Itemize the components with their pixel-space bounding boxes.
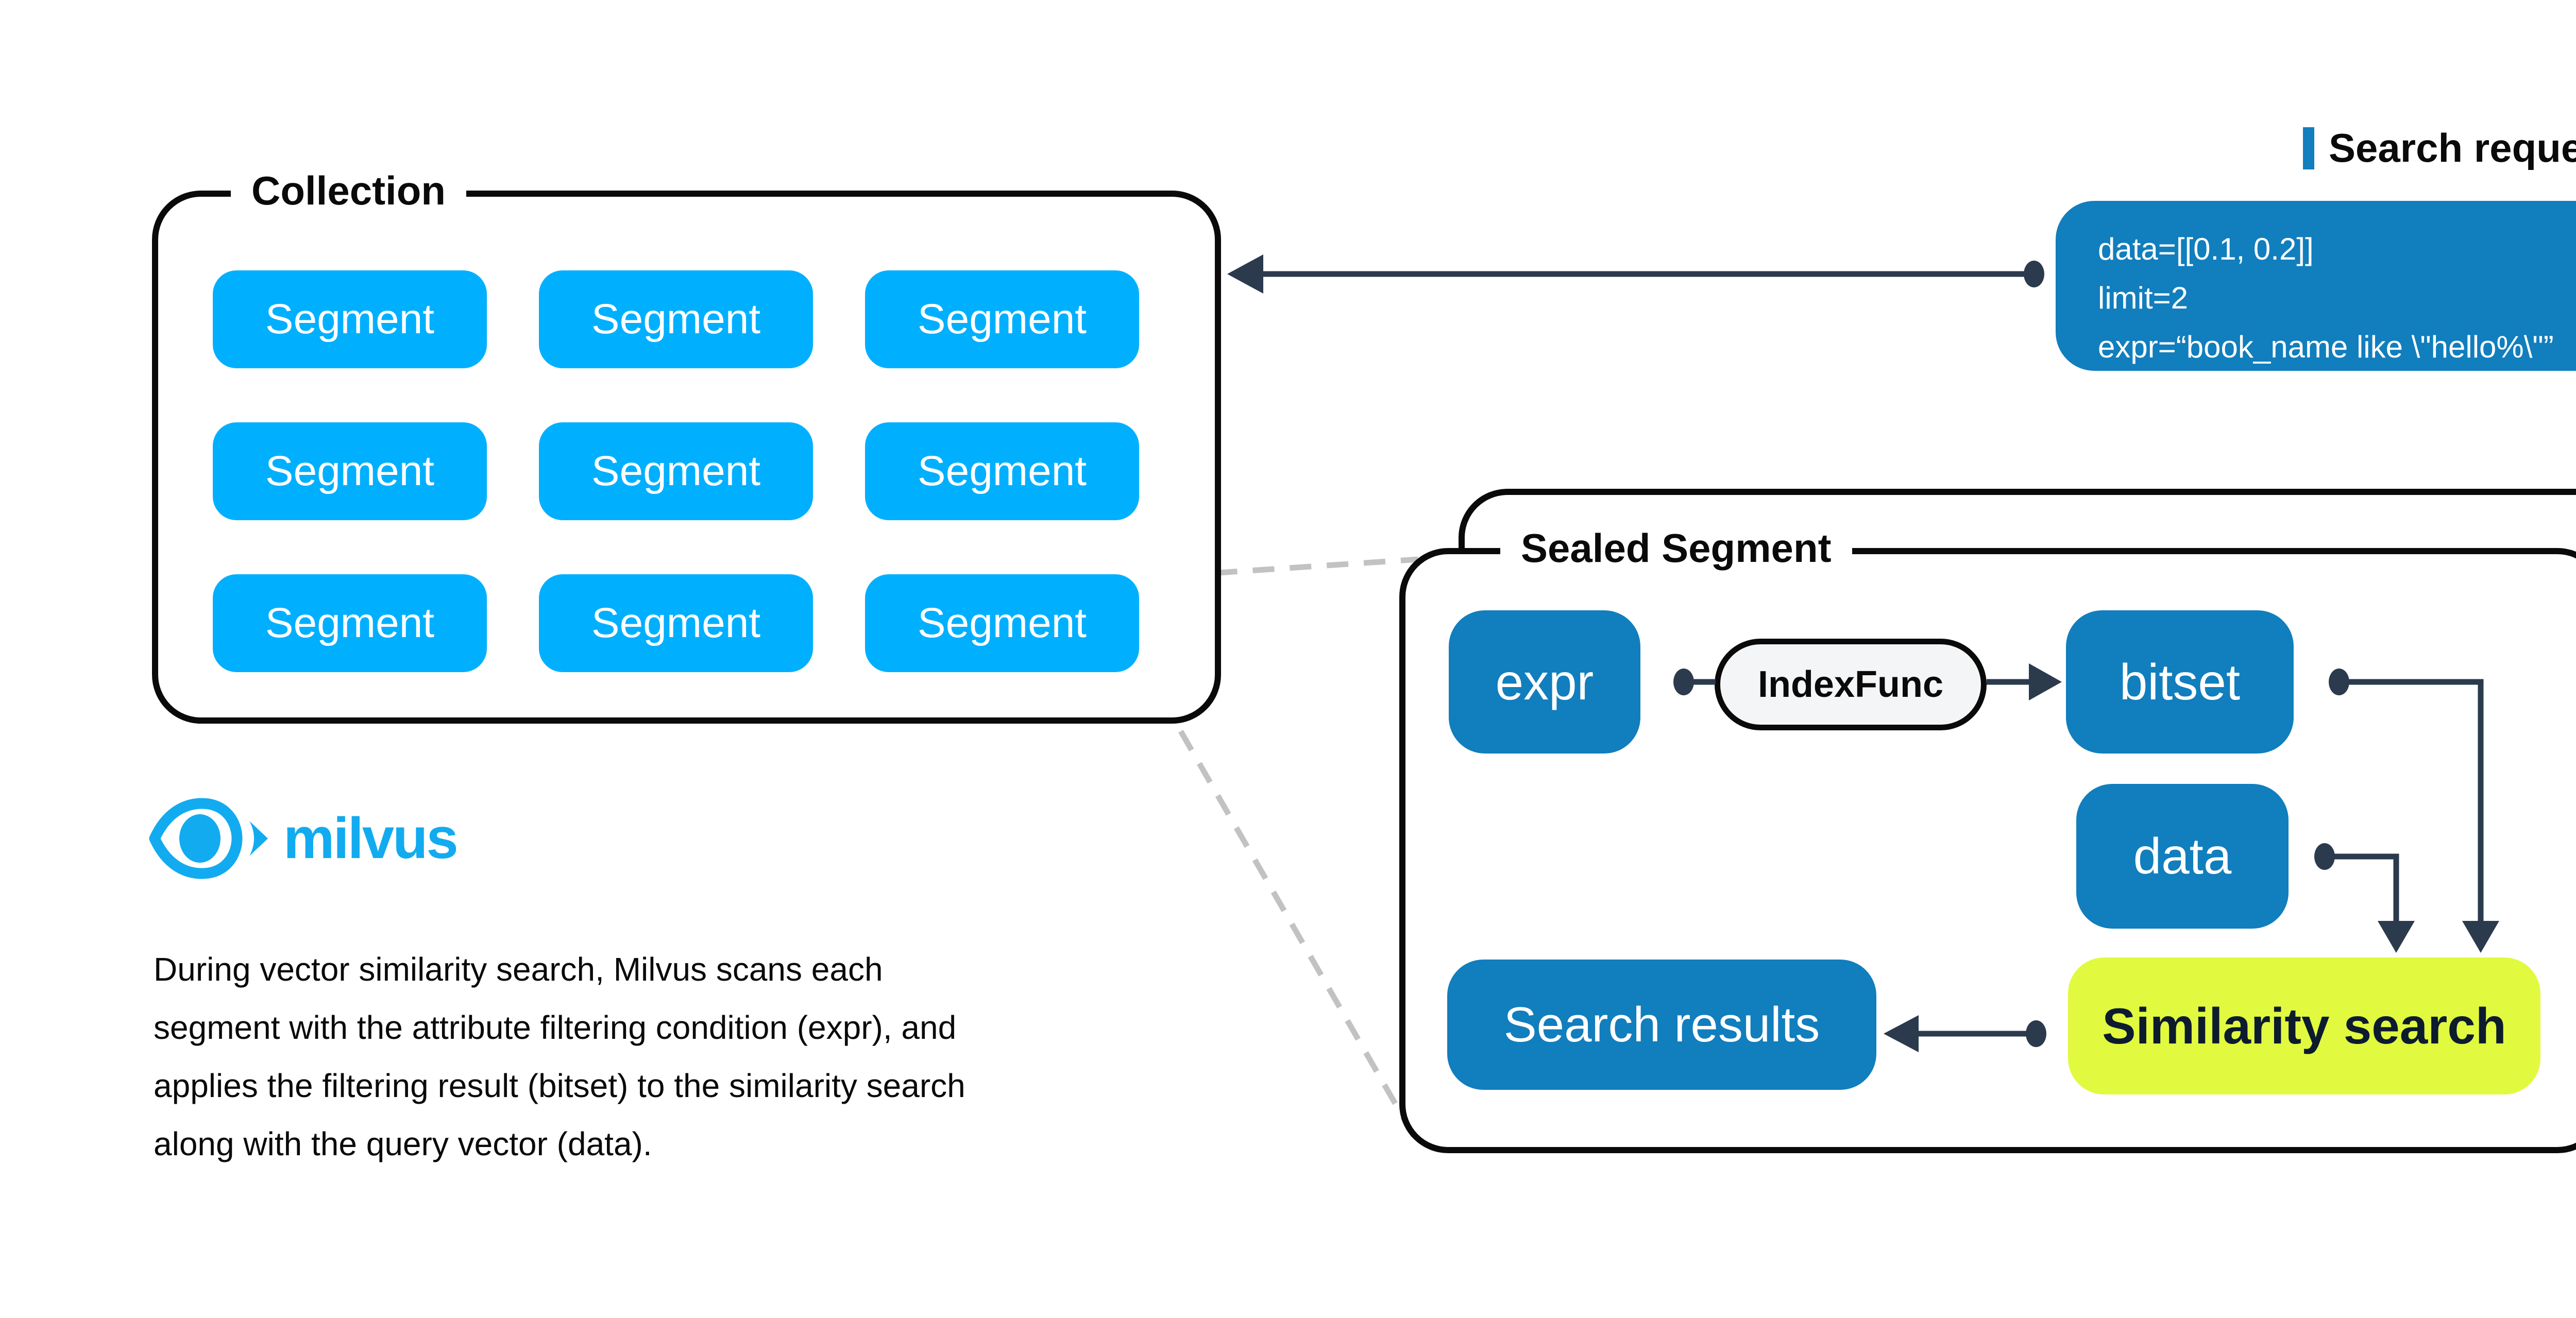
segment-node: Segment [213,574,487,672]
similarity-search-node: Similarity search [2068,957,2540,1094]
description-line: applies the filtering result (bitset) to… [154,1067,965,1104]
milvus-eye-icon [149,798,268,879]
code-line: expr=“book_name like \"hello%\"” [2098,330,2554,364]
sealed-segment-label: Sealed Segment [1500,519,1852,577]
segment-node: Segment [539,574,813,672]
search-request-header: Search request [2303,125,2576,172]
segment-node: Segment [865,422,1139,520]
collection-label: Collection [231,162,467,219]
accent-bar-icon [2303,127,2314,169]
code-line: limit=2 [2098,281,2189,315]
segment-node: Segment [865,574,1139,672]
segment-node: Segment [539,422,813,520]
milvus-wordmark: milvus [283,806,459,870]
data-node: data [2076,784,2289,929]
description-line: During vector similarity search, Milvus … [154,951,883,988]
indexfunc-node: IndexFunc [1715,639,1987,730]
expr-node: expr [1449,610,1640,754]
bitset-node: bitset [2066,610,2294,754]
segment-node: Segment [539,270,813,368]
description-line: along with the query vector (data). [154,1125,652,1162]
segment-node: Segment [213,422,487,520]
search-results-node: Search results [1447,960,1876,1090]
description-line: segment with the attribute filtering con… [154,1009,957,1046]
segment-node: Segment [865,270,1139,368]
segment-node: Segment [213,270,487,368]
milvus-logo: milvus [148,797,459,880]
code-line: data=[[0.1, 0.2]] [2098,232,2314,266]
description-text: During vector similarity search, Milvus … [154,940,1313,1173]
search-request-label: Search request [2329,125,2576,170]
search-request-code-box: data=[[0.1, 0.2]] limit=2 expr=“book_nam… [2056,201,2576,371]
